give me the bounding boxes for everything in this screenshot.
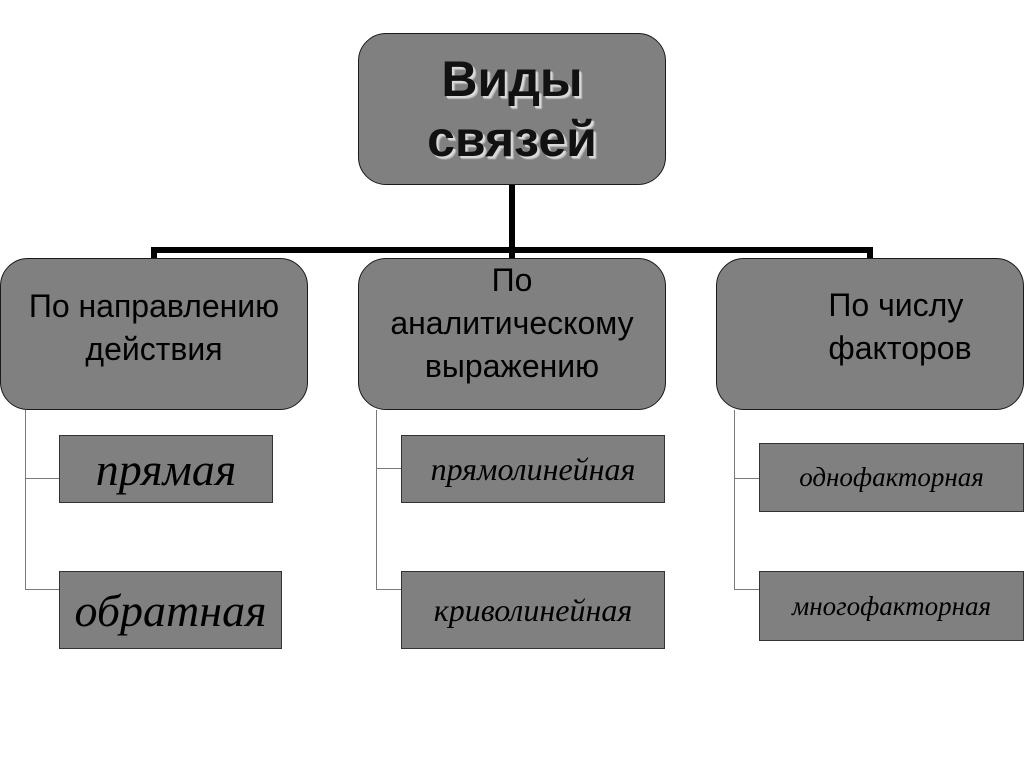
connector-cat1 xyxy=(151,247,157,259)
category-analytic-expression: По аналитическому выражению xyxy=(358,258,666,410)
leaf-linear: прямолинейная xyxy=(401,435,665,503)
category-factor-count-text: По числу факторов xyxy=(828,284,971,370)
sub-connector-cat1-item1 xyxy=(25,478,59,479)
category-direction-line-1: По направлению xyxy=(28,288,280,324)
leaf-inverse: обратная xyxy=(59,571,282,649)
connector-cat3 xyxy=(867,247,873,259)
root-node-line-1: Виды xyxy=(441,51,583,107)
category-factor-count: По числу факторов xyxy=(716,258,1024,410)
category-direction-line-2: действия xyxy=(85,331,223,367)
connector-cat2 xyxy=(509,247,515,259)
leaf-single-factor: однофакторная xyxy=(759,443,1024,512)
sub-connector-cat3-item1 xyxy=(734,478,759,479)
root-node-line-2: связей xyxy=(427,111,597,167)
sub-connector-cat1-vertical xyxy=(25,410,26,590)
category-factor-count-line-2: факторов xyxy=(828,330,972,366)
category-direction-text: По направлению действия xyxy=(29,285,279,371)
category-analytic-expression-line-2: аналитическому xyxy=(390,304,634,341)
category-analytic-expression-text: По аналитическому выражению xyxy=(390,259,633,388)
leaf-direct: прямая xyxy=(59,435,273,503)
category-factor-count-line-1: По числу xyxy=(828,287,964,323)
leaf-curvilinear: криволинейная xyxy=(401,571,665,649)
category-analytic-expression-line-3: выражению xyxy=(424,347,600,384)
sub-connector-cat2-item2 xyxy=(376,589,401,590)
sub-connector-cat3-vertical xyxy=(734,410,735,590)
root-node: Виды связей xyxy=(358,33,666,185)
sub-connector-cat1-item2 xyxy=(25,589,59,590)
sub-connector-cat2-item1 xyxy=(376,468,401,469)
root-connector xyxy=(509,185,515,251)
category-direction: По направлению действия xyxy=(0,258,308,410)
sub-connector-cat3-item2 xyxy=(734,589,759,590)
category-analytic-expression-line-1: По xyxy=(491,261,533,298)
leaf-multi-factor: многофакторная xyxy=(759,571,1024,641)
sub-connector-cat2-vertical xyxy=(376,410,377,590)
root-node-text: Виды связей xyxy=(427,49,597,169)
